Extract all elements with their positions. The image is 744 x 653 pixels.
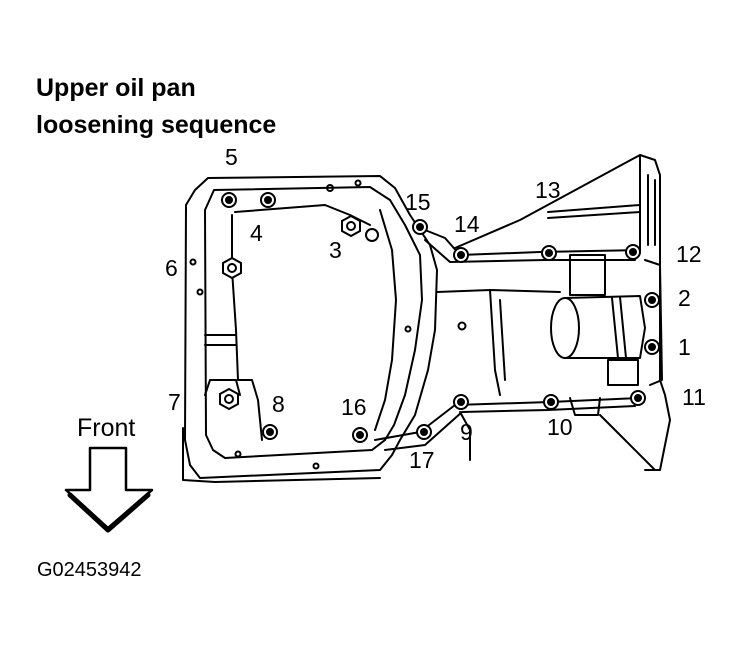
rear-bottom [600,415,655,470]
bolt-number-2: 2 [678,285,691,311]
bolt-11 [631,391,645,405]
bolt-number-3: 3 [329,237,342,263]
rear-housing [640,155,670,470]
sump-wall-right [375,210,396,430]
hole [406,327,411,332]
oil-filter-body [565,296,645,358]
front-arrow-shadow [70,495,148,530]
lower-boss [570,398,600,415]
bolt-4 [261,193,275,207]
bolt-12 [626,245,640,259]
oil-filter-band-2 [620,297,626,358]
center-body-top [437,290,560,292]
rear-flange [645,260,662,385]
bolt-7 [220,389,238,409]
bolt-17 [417,425,431,439]
hole [191,260,196,265]
pan-outer-flange [185,176,437,478]
bolt-13 [542,246,556,260]
bolt-6 [223,258,241,278]
center-body-vert-2 [500,300,505,380]
hole [356,181,361,186]
window-upper [570,255,605,295]
bolt-number-10: 10 [547,414,573,440]
oil-filter-band [612,298,618,358]
hole [236,452,241,457]
bolt-9 [454,395,468,409]
bolt-number-15: 15 [405,189,431,215]
oil-filter-cap [551,298,579,358]
front-label: Front [77,414,135,442]
lower-rail-inner [385,406,635,450]
bolt-number-17: 17 [409,447,435,473]
pan-inner-flange [205,187,422,458]
bolt-5 [222,193,236,207]
figure-id: G02453942 [37,559,142,581]
bolt-number-9: 9 [460,419,473,445]
bolt-3 [342,216,360,236]
bolt-number-6: 6 [165,255,178,281]
window-lower [608,360,638,385]
bolt-16 [353,428,367,442]
bolt-number-5: 5 [225,144,238,170]
bolt-10 [544,395,558,409]
bolt-14 [454,248,468,262]
bolt-number-16: 16 [341,394,367,420]
sump-wall-left [232,215,262,440]
bolt-number-7: 7 [168,389,181,415]
bolt-number-8: 8 [272,391,285,417]
bolt-number-14: 14 [454,211,480,237]
center-body-vert [490,290,500,395]
front-arrow [66,448,152,528]
bolt-8 [263,425,277,439]
upper-rail [420,228,640,255]
hole [366,229,378,241]
title-line-2: loosening sequence [36,111,277,139]
hole [327,185,333,191]
upper-rail-inner [425,240,635,262]
bolt-number-12: 12 [676,241,702,267]
bolt-number-1: 1 [678,334,691,360]
hole [198,290,203,295]
rear-bottom-2 [460,412,470,460]
hole [314,464,319,469]
body-slope-line [548,205,640,212]
bolt-number-4: 4 [250,220,263,246]
bolt-2 [645,293,659,307]
bolt-number-13: 13 [535,177,561,203]
bolt-1 [645,340,659,354]
title-line-1: Upper oil pan [36,74,196,102]
bolt-15 [413,220,427,234]
diagram-title: Upper oil pan loosening sequence [36,70,276,144]
hole [459,323,466,330]
body-slope-line-2 [548,212,640,218]
bolt-number-11: 11 [682,384,706,410]
body-slope [455,155,640,250]
sump-boss-left [205,380,240,395]
pan-bottom-edge [183,428,380,482]
